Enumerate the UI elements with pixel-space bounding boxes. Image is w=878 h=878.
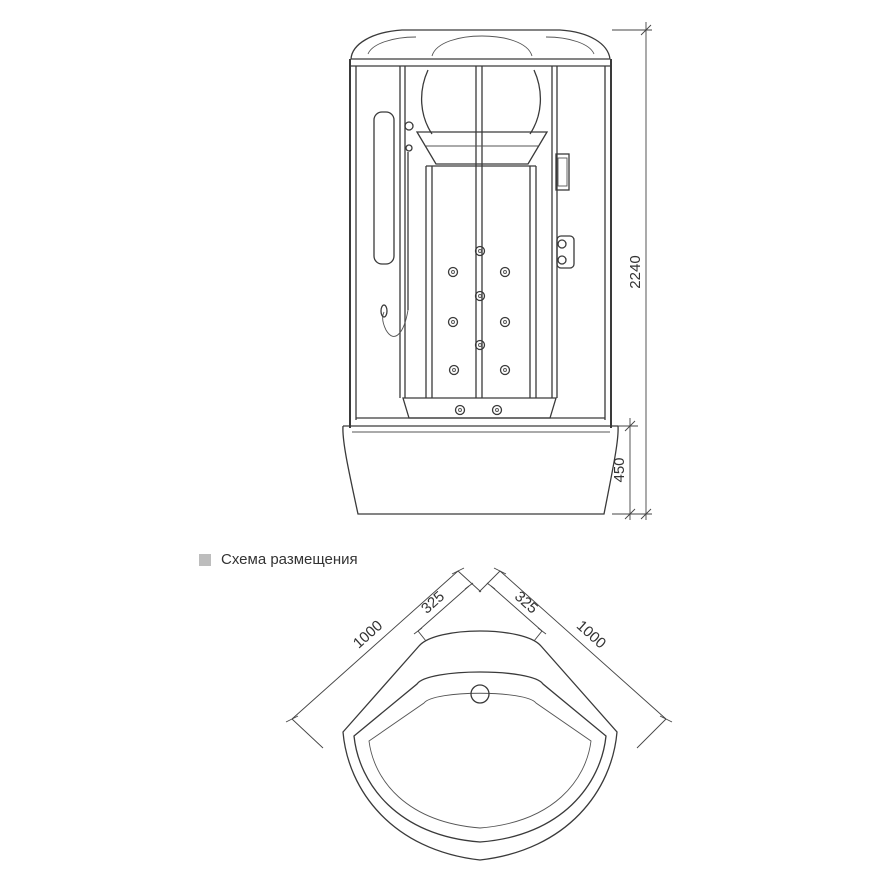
- tray-basin: [368, 692, 592, 829]
- dimension-label-325-right: 325: [511, 588, 541, 617]
- plan-view: 1000 1000 325 325: [285, 567, 673, 861]
- control-panel: [555, 153, 570, 191]
- dimension-label-1000-left: 1000: [350, 617, 386, 652]
- dimension-plan-left: [285, 567, 482, 749]
- dimension-label-2240: 2240: [627, 255, 644, 288]
- roof-dome: [350, 29, 611, 67]
- legend: Схема размещения: [199, 551, 358, 568]
- massage-jets: [447, 245, 511, 416]
- dimension-height-total: [612, 22, 652, 520]
- legend-label: Схема размещения: [221, 551, 358, 568]
- front-view: 2240 450: [342, 22, 652, 520]
- tray-outer-outline: [342, 630, 618, 861]
- legend-marker: [199, 553, 211, 566]
- cabin-frame: [349, 59, 612, 428]
- shower-tray: [342, 425, 619, 515]
- dimension-plan-offset-left: [413, 582, 474, 642]
- dimension-plan-offset-right: [486, 582, 547, 642]
- dimension-plan-right: [478, 567, 673, 749]
- dimension-label-1000-right: 1000: [573, 617, 609, 652]
- shower-rail: [373, 111, 414, 337]
- central-panel: [402, 69, 557, 419]
- dimension-label-450: 450: [611, 457, 628, 482]
- dimension-height-tray: [618, 418, 638, 520]
- mixer-knobs: [556, 235, 575, 269]
- dimension-label-325-left: 325: [418, 588, 448, 617]
- drain-icon: [470, 684, 490, 704]
- tray-inner-rim: [353, 671, 607, 843]
